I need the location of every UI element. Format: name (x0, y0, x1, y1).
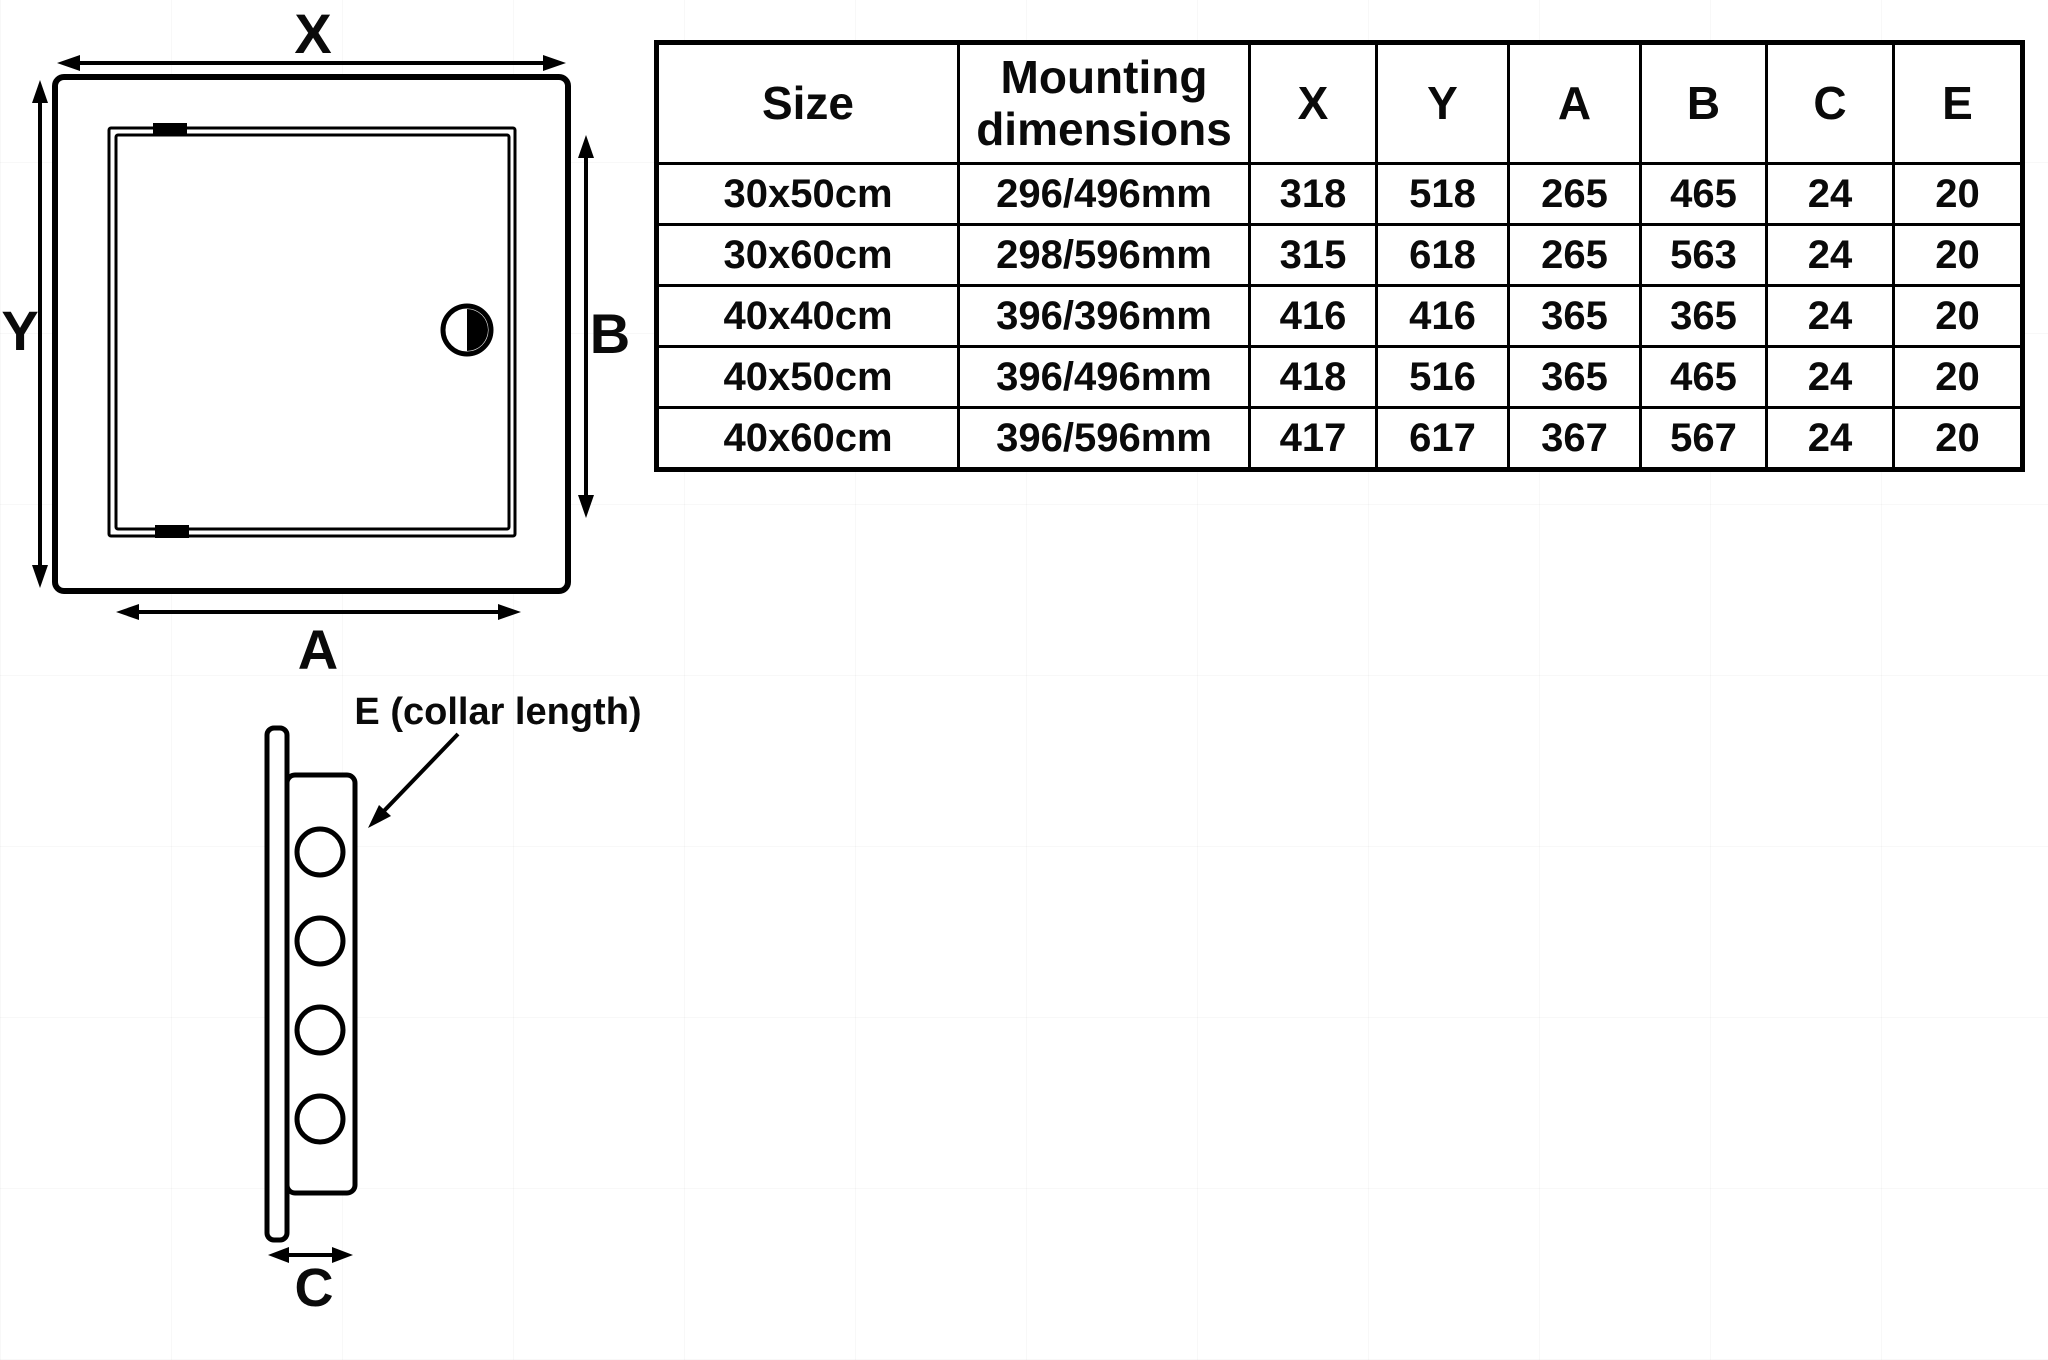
dimension-label-b: B (589, 302, 631, 365)
cell-b: 365 (1639, 284, 1768, 348)
cell-y: 516 (1375, 345, 1510, 409)
cell-c: 24 (1765, 345, 1895, 409)
dimension-arrow-a (116, 604, 521, 620)
size-spec-table: Size Mounting dimensions X Y A B C E 30x… (654, 40, 2025, 472)
table-row: 30x50cm 296/496mm 318 518 265 465 24 20 (655, 162, 2024, 226)
table-row: 40x50cm 396/496mm 418 516 365 465 24 20 (655, 345, 2024, 409)
latch-knob-icon (440, 303, 494, 357)
cell-size: 30x60cm (655, 223, 960, 287)
collar-hole-2 (294, 915, 346, 967)
header-y: Y (1375, 41, 1510, 165)
header-b: B (1639, 41, 1768, 165)
cell-e: 20 (1892, 284, 2024, 348)
collar-length-label: E (collar length) (354, 691, 642, 733)
cell-c: 24 (1765, 406, 1895, 471)
cell-a: 365 (1507, 284, 1642, 348)
header-c: C (1765, 41, 1895, 165)
cell-mounting: 298/596mm (957, 223, 1251, 287)
side-view (264, 725, 460, 1263)
table-row: 30x60cm 298/596mm 315 618 265 563 24 20 (655, 223, 2024, 287)
hinge-mark-bottom (155, 525, 189, 538)
dimension-arrow-x (57, 55, 566, 71)
cell-e: 20 (1892, 162, 2024, 226)
collar-hole-1 (294, 826, 346, 878)
dimension-arrow-c (268, 1247, 353, 1263)
cell-x: 416 (1248, 284, 1378, 348)
dimension-arrow-y (32, 80, 48, 588)
cell-mounting: 396/496mm (957, 345, 1251, 409)
header-x: X (1248, 41, 1378, 165)
cell-a: 365 (1507, 345, 1642, 409)
cell-c: 24 (1765, 223, 1895, 287)
cell-x: 315 (1248, 223, 1378, 287)
cell-a: 265 (1507, 162, 1642, 226)
cell-size: 40x50cm (655, 345, 960, 409)
hinge-mark-top (153, 123, 187, 136)
header-mounting-dimensions: Mounting dimensions (957, 41, 1251, 165)
collar-hole-3 (294, 1004, 346, 1056)
dimension-label-x: X (294, 2, 332, 65)
cell-b: 465 (1639, 345, 1768, 409)
collar-leader-arrow (368, 732, 460, 828)
header-e: E (1892, 41, 2024, 165)
cell-y: 617 (1375, 406, 1510, 471)
cell-e: 20 (1892, 223, 2024, 287)
cell-mounting: 396/396mm (957, 284, 1251, 348)
cell-b: 567 (1639, 406, 1768, 471)
cell-a: 265 (1507, 223, 1642, 287)
cell-size: 40x40cm (655, 284, 960, 348)
flange-bar (264, 725, 290, 1243)
door-panel (114, 133, 511, 531)
cell-y: 518 (1375, 162, 1510, 226)
cell-mounting: 396/596mm (957, 406, 1251, 471)
cell-c: 24 (1765, 284, 1895, 348)
dimension-label-y: Y (1, 299, 39, 362)
cell-x: 418 (1248, 345, 1378, 409)
table-header-row: Size Mounting dimensions X Y A B C E (655, 41, 2024, 165)
cell-b: 563 (1639, 223, 1768, 287)
dimension-label-c: C (294, 1258, 334, 1318)
cell-size: 40x60cm (655, 406, 960, 471)
cell-x: 417 (1248, 406, 1378, 471)
table-row: 40x60cm 396/596mm 417 617 367 567 24 20 (655, 406, 2024, 471)
table-row: 40x40cm 396/396mm 416 416 365 365 24 20 (655, 284, 2024, 348)
cell-c: 24 (1765, 162, 1895, 226)
cell-a: 367 (1507, 406, 1642, 471)
cell-e: 20 (1892, 345, 2024, 409)
collar-hole-4 (294, 1093, 346, 1145)
cell-b: 465 (1639, 162, 1768, 226)
cell-size: 30x50cm (655, 162, 960, 226)
cell-x: 318 (1248, 162, 1378, 226)
dimension-label-a: A (297, 618, 339, 681)
dimension-arrow-b (578, 135, 594, 518)
cell-e: 20 (1892, 406, 2024, 471)
cell-mounting: 296/496mm (957, 162, 1251, 226)
cell-y: 416 (1375, 284, 1510, 348)
cell-y: 618 (1375, 223, 1510, 287)
header-size: Size (655, 41, 960, 165)
header-a: A (1507, 41, 1642, 165)
front-view (32, 55, 594, 620)
